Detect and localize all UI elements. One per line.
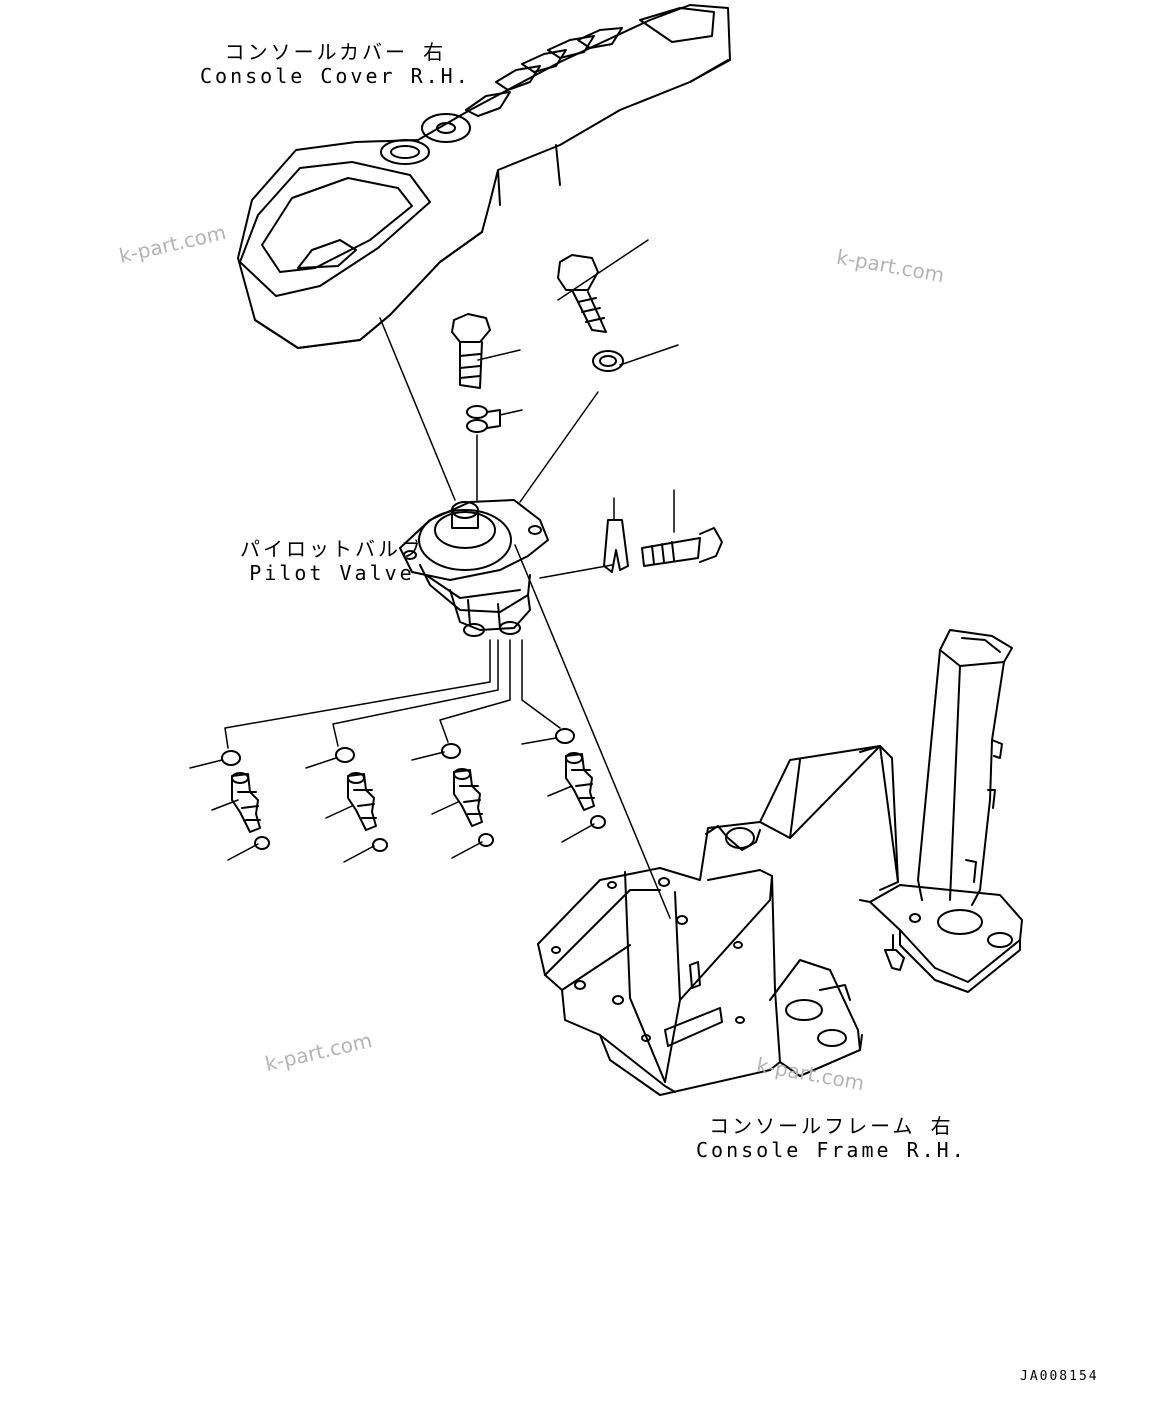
- washer: [592, 350, 624, 372]
- console-frame-label-en: Console Frame R.H.: [696, 1138, 967, 1162]
- fitting-set-3: [441, 743, 494, 847]
- drawing-id: JA008154: [1020, 1369, 1099, 1384]
- clip: [603, 519, 629, 573]
- console-cover-label: コンソールカバー 右 Console Cover R.H.: [200, 40, 471, 88]
- console-cover-part: [237, 4, 731, 349]
- o-rings-top: [466, 405, 501, 433]
- console-frame-label: コンソールフレーム 右 Console Frame R.H.: [696, 1114, 967, 1162]
- fitting-set-4: [555, 728, 606, 829]
- leader-lines: [189, 239, 679, 919]
- pilot-valve-label-en: Pilot Valve: [249, 561, 415, 585]
- pilot-valve-part: [399, 499, 549, 637]
- console-cover-label-jp: コンソールカバー 右: [224, 40, 447, 64]
- pilot-valve-label: パイロットバルブ Pilot Valve: [240, 537, 424, 585]
- bolt-side: [641, 527, 723, 567]
- bolt-large: [557, 254, 607, 333]
- fitting-set-1: [221, 750, 270, 850]
- adapter-fitting: [451, 313, 491, 389]
- console-cover-label-en: Console Cover R.H.: [200, 64, 471, 88]
- console-frame-part: [537, 629, 1023, 1096]
- pilot-valve-label-jp: パイロットバルブ: [240, 537, 424, 561]
- fitting-set-2: [335, 747, 388, 852]
- console-frame-label-jp: コンソールフレーム 右: [709, 1114, 954, 1138]
